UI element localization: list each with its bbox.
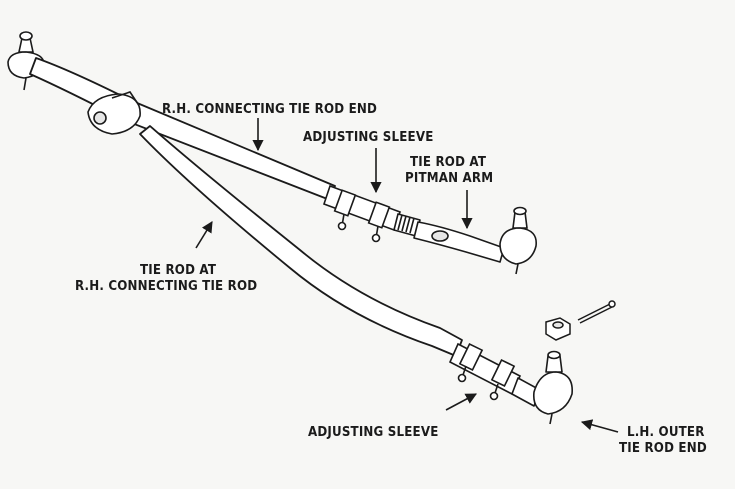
label-lh-outer-line2: TIE ROD END bbox=[619, 440, 707, 456]
upper-adjusting-sleeve bbox=[322, 184, 402, 243]
label-rh-connecting-tie-rod-end: R.H. CONNECTING TIE ROD END bbox=[162, 101, 378, 117]
arrow-tie-rod-rh bbox=[195, 221, 213, 249]
tie-rod-at-rh-connecting-tie-rod bbox=[139, 125, 463, 357]
arrow-adjusting-sleeve-bottom bbox=[445, 393, 477, 411]
leader-arrows bbox=[195, 118, 619, 433]
cotter-pin bbox=[577, 300, 616, 324]
label-tie-rod-pitman-line2: PITMAN ARM bbox=[405, 170, 494, 186]
label-tie-rod-pitman-line1: TIE ROD AT bbox=[410, 154, 487, 170]
arrow-lh-outer bbox=[580, 419, 619, 433]
label-adjusting-sleeve-bottom: ADJUSTING SLEEVE bbox=[308, 424, 439, 440]
pitman-arm-ball-stud bbox=[499, 206, 537, 275]
rh-connecting-tie-rod-end bbox=[87, 91, 141, 135]
tie-rod-at-pitman-arm bbox=[393, 213, 505, 263]
rh-connecting-tie-rod bbox=[29, 57, 336, 201]
castle-nut bbox=[545, 317, 571, 341]
label-tie-rod-rh-line1: TIE ROD AT bbox=[140, 262, 217, 278]
label-adjusting-sleeve-top: ADJUSTING SLEEVE bbox=[303, 129, 434, 145]
lh-outer-tie-rod-end bbox=[511, 350, 573, 425]
label-lh-outer-line1: L.H. OUTER bbox=[627, 424, 705, 440]
label-tie-rod-rh-line2: R.H. CONNECTING TIE ROD bbox=[75, 278, 258, 294]
lower-adjusting-sleeve bbox=[448, 342, 522, 401]
